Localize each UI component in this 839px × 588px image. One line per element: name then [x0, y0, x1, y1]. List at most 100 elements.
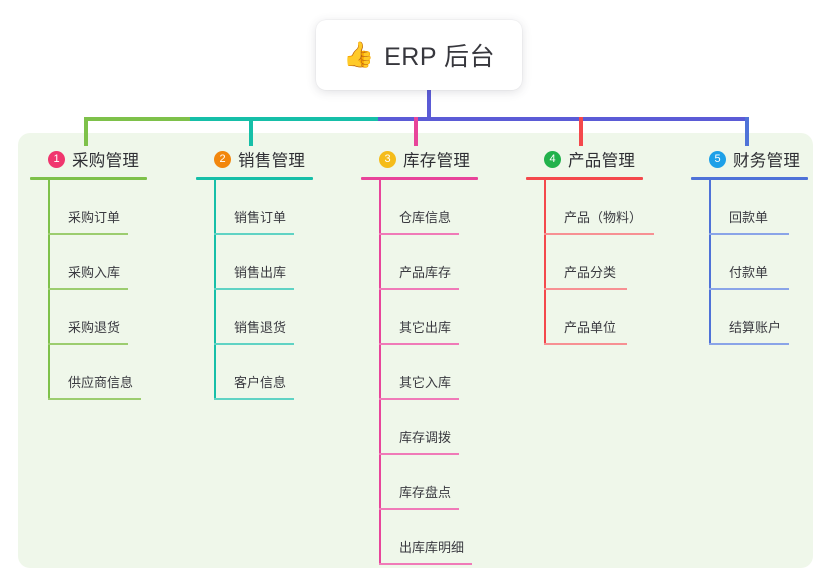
leaf-rule — [709, 233, 789, 235]
leaf-label: 仓库信息 — [399, 210, 452, 225]
leaf-rule — [214, 233, 294, 235]
branch-leaves-1: 采购订单 采购入库 采购退货 供应商信息 — [30, 180, 190, 400]
leaf-label: 采购订单 — [68, 210, 121, 225]
branch-column-3[interactable]: 3 库存管理 仓库信息 产品库存 其它出库 其它入库 库存调拨 — [361, 146, 521, 565]
branch-title-2: 销售管理 — [238, 152, 306, 170]
root-stem-connector — [427, 90, 431, 117]
branch-title-1: 采购管理 — [72, 152, 140, 170]
leaf-rule — [379, 343, 459, 345]
leaf-label: 产品分类 — [564, 265, 617, 280]
drop-connector-3 — [414, 117, 418, 146]
drop-connector-4 — [579, 117, 583, 146]
leaf-item[interactable]: 采购入库 — [30, 235, 190, 290]
leaf-item[interactable]: 产品分类 — [526, 235, 696, 290]
branch-badge-3: 3 — [379, 150, 396, 168]
leaf-label: 库存调拨 — [399, 430, 452, 445]
branch-underline-4 — [526, 177, 643, 180]
leaf-item[interactable]: 结算账户 — [691, 290, 836, 345]
branch-leaves-5: 回款单 付款单 结算账户 — [691, 180, 836, 345]
leaf-label: 其它入库 — [399, 375, 452, 390]
leaf-label: 产品（物料） — [564, 210, 643, 225]
leaf-item[interactable]: 产品单位 — [526, 290, 696, 345]
leaf-item[interactable]: 采购退货 — [30, 290, 190, 345]
drop-connector-1 — [84, 117, 88, 146]
bus-segment-green — [84, 117, 192, 121]
leaf-item[interactable]: 库存盘点 — [361, 455, 521, 510]
leaf-rule — [214, 343, 294, 345]
leaf-rule — [214, 398, 294, 400]
leaf-item[interactable]: 采购订单 — [30, 180, 190, 235]
leaf-item[interactable]: 回款单 — [691, 180, 836, 235]
leaf-rule — [709, 288, 789, 290]
leaf-rule — [379, 398, 459, 400]
leaf-label: 销售订单 — [234, 210, 287, 225]
leaf-label: 采购退货 — [68, 320, 121, 335]
leaf-rule — [379, 288, 459, 290]
leaf-item[interactable]: 销售出库 — [196, 235, 356, 290]
branch-spine-4 — [544, 180, 546, 345]
leaf-label: 回款单 — [729, 210, 769, 225]
leaf-rule — [379, 453, 459, 455]
branch-column-1[interactable]: 1 采购管理 采购订单 采购入库 采购退货 供应商信息 — [30, 146, 190, 400]
branch-underline-1 — [30, 177, 147, 180]
branch-title-3: 库存管理 — [403, 152, 471, 170]
leaf-label: 销售出库 — [234, 265, 287, 280]
leaf-label: 采购入库 — [68, 265, 121, 280]
branch-badge-2: 2 — [214, 150, 231, 168]
branch-spine-1 — [48, 180, 50, 400]
branch-column-5[interactable]: 5 财务管理 回款单 付款单 结算账户 — [691, 146, 836, 345]
leaf-label: 库存盘点 — [399, 485, 452, 500]
leaf-item[interactable]: 仓库信息 — [361, 180, 521, 235]
leaf-label: 客户信息 — [234, 375, 287, 390]
leaf-rule — [48, 343, 128, 345]
leaf-item[interactable]: 产品（物料） — [526, 180, 696, 235]
leaf-rule — [48, 288, 128, 290]
leaf-item[interactable]: 供应商信息 — [30, 345, 190, 400]
leaf-item[interactable]: 产品库存 — [361, 235, 521, 290]
branch-column-4[interactable]: 4 产品管理 产品（物料） 产品分类 产品单位 — [526, 146, 696, 345]
leaf-item[interactable]: 付款单 — [691, 235, 836, 290]
bus-segment-purple — [378, 117, 749, 121]
branch-badge-4: 4 — [544, 150, 561, 168]
drop-connector-5 — [745, 117, 749, 146]
leaf-label: 供应商信息 — [68, 375, 134, 390]
leaf-rule — [214, 288, 294, 290]
leaf-item[interactable]: 销售退货 — [196, 290, 356, 345]
branch-underline-5 — [691, 177, 808, 180]
leaf-rule — [379, 508, 459, 510]
leaf-rule — [544, 288, 627, 290]
branch-spine-2 — [214, 180, 216, 400]
leaf-item[interactable]: 销售订单 — [196, 180, 356, 235]
leaf-label: 其它出库 — [399, 320, 452, 335]
leaf-rule — [48, 398, 141, 400]
leaf-item[interactable]: 其它入库 — [361, 345, 521, 400]
branch-underline-2 — [196, 177, 313, 180]
branch-badge-1: 1 — [48, 150, 65, 168]
branch-leaves-2: 销售订单 销售出库 销售退货 客户信息 — [196, 180, 356, 400]
root-title: ERP 后台 — [384, 43, 496, 71]
branch-title-5: 财务管理 — [733, 152, 801, 170]
leaf-label: 产品库存 — [399, 265, 452, 280]
branch-header-2[interactable]: 2 销售管理 — [196, 146, 356, 172]
leaf-rule — [379, 233, 459, 235]
thumbs-up-icon: 👍 — [342, 40, 375, 69]
leaf-item[interactable]: 其它出库 — [361, 290, 521, 345]
branch-header-1[interactable]: 1 采购管理 — [30, 146, 190, 172]
leaf-label: 结算账户 — [729, 320, 782, 335]
branch-header-3[interactable]: 3 库存管理 — [361, 146, 521, 172]
leaf-item[interactable]: 出库库明细 — [361, 510, 521, 565]
leaf-label: 产品单位 — [564, 320, 617, 335]
leaf-item[interactable]: 库存调拨 — [361, 400, 521, 455]
branch-header-5[interactable]: 5 财务管理 — [691, 146, 836, 172]
leaf-item[interactable]: 客户信息 — [196, 345, 356, 400]
leaf-rule — [709, 343, 789, 345]
branch-column-2[interactable]: 2 销售管理 销售订单 销售出库 销售退货 客户信息 — [196, 146, 356, 400]
branch-header-4[interactable]: 4 产品管理 — [526, 146, 696, 172]
branch-spine-5 — [709, 180, 711, 345]
drop-connector-2 — [249, 117, 253, 146]
root-node[interactable]: 👍 ERP 后台 — [316, 20, 522, 90]
bus-segment-teal — [190, 117, 380, 121]
leaf-rule — [48, 233, 128, 235]
branch-title-4: 产品管理 — [568, 152, 636, 170]
